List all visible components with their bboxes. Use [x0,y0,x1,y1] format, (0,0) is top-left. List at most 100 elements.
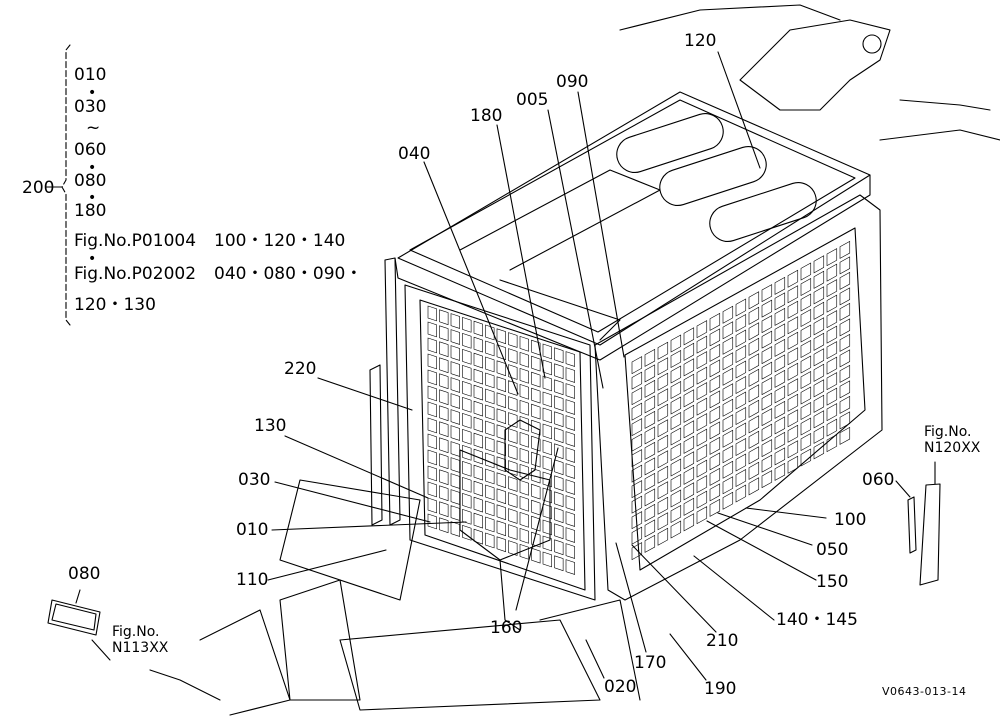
mesh-cell [519,495,529,512]
mesh-cell [787,269,799,288]
mesh-cell [774,385,786,404]
mesh-cell [496,360,506,377]
mesh-cell [542,439,552,456]
mesh-cell [644,441,656,460]
mesh-cell [450,393,460,409]
mesh-cell [696,506,708,525]
mesh-cell [531,355,541,372]
mesh-cell [722,476,734,495]
mesh-cell [462,524,472,541]
mesh-cell [670,504,682,524]
mesh-cell [631,464,643,483]
mesh-cell [508,428,518,444]
mesh-cell [839,240,851,259]
callout-220: 220 [284,359,317,379]
mesh-cell [657,434,669,453]
mesh-cell [761,346,773,365]
mesh-cell [696,490,708,509]
mesh-cell [670,427,682,446]
bom-separator: • [88,160,97,176]
mesh-cell [531,483,541,500]
callout-090: 090 [556,72,589,92]
mesh-cell [722,352,734,371]
mesh-cell [735,484,747,503]
mesh-cell [839,380,851,399]
mesh-cell [531,403,541,420]
mesh-cell [813,394,825,413]
mesh-cell [657,481,669,500]
mesh-cell [542,343,552,360]
mesh-cell [565,367,575,383]
mesh-cell [531,531,541,548]
mesh-cell [496,408,506,425]
mesh-cell [542,519,552,536]
mesh-cell [722,367,734,386]
mesh-cell [696,459,708,478]
mesh-cell [787,393,799,412]
mesh-cell [450,441,460,457]
mesh-cell [735,344,747,364]
fig-ref-number: N113XX [112,640,169,656]
mesh-cell [496,456,506,473]
mesh-cell [450,409,460,425]
mesh-cell [813,255,825,274]
part-080-bracket [47,599,111,661]
mesh-cell [462,348,472,365]
mesh-cell [813,410,825,429]
mesh-cell [774,276,786,295]
mesh-cell [670,473,682,493]
bom-item: 010 [74,65,107,85]
cab-roof [394,91,871,361]
mesh-cell [473,480,483,497]
mesh-cell [657,496,669,515]
mesh-cell [813,332,825,351]
mesh-cell [631,418,643,437]
mesh-cell [473,432,483,449]
mesh-cell [427,497,437,514]
mesh-cell [696,475,708,494]
mesh-cell [565,431,575,447]
bom-fig-parts: 100・120・140 [214,231,346,251]
mesh-cell [670,380,682,400]
mesh-cell [519,383,529,400]
mesh-cell [696,444,708,463]
mesh-cell [800,401,812,421]
mesh-cell [696,335,708,354]
mesh-cell [774,431,786,450]
mesh-cell [826,418,838,437]
bom-fig-parts: 040・080・090・ [214,264,363,284]
mesh-cell [670,349,682,369]
mesh-cell [748,461,760,480]
mesh-cell [748,291,760,310]
mesh-cell [531,451,541,468]
mesh-cell [748,415,760,434]
mesh-cell [748,446,760,465]
mesh-cell [485,532,495,549]
mesh-cell [709,452,721,471]
mesh-cell [722,460,734,479]
mesh-cell [531,387,541,404]
mesh-cell [508,348,518,364]
mesh-cell [709,467,721,486]
mesh-cell [774,447,786,466]
bom-separator: • [88,190,97,206]
mesh-cell [496,344,506,361]
control-lever [459,419,551,631]
mesh-cell [554,459,564,476]
mesh-cell [670,442,682,462]
mesh-cell [485,324,495,341]
mesh-cell [774,462,786,481]
mesh-cell [696,413,708,432]
mesh-cell [508,412,518,428]
mesh-cell [519,543,529,560]
mesh-cell [644,519,656,538]
mesh-cell [519,511,529,528]
mesh-cell [644,395,656,414]
mesh-cell [439,389,449,406]
mesh-cell [670,411,682,431]
mesh-cell [631,495,643,514]
mesh-cell [761,284,773,303]
mesh-cell [496,328,506,345]
mesh-cell [839,426,851,445]
mesh-cell [554,395,564,412]
